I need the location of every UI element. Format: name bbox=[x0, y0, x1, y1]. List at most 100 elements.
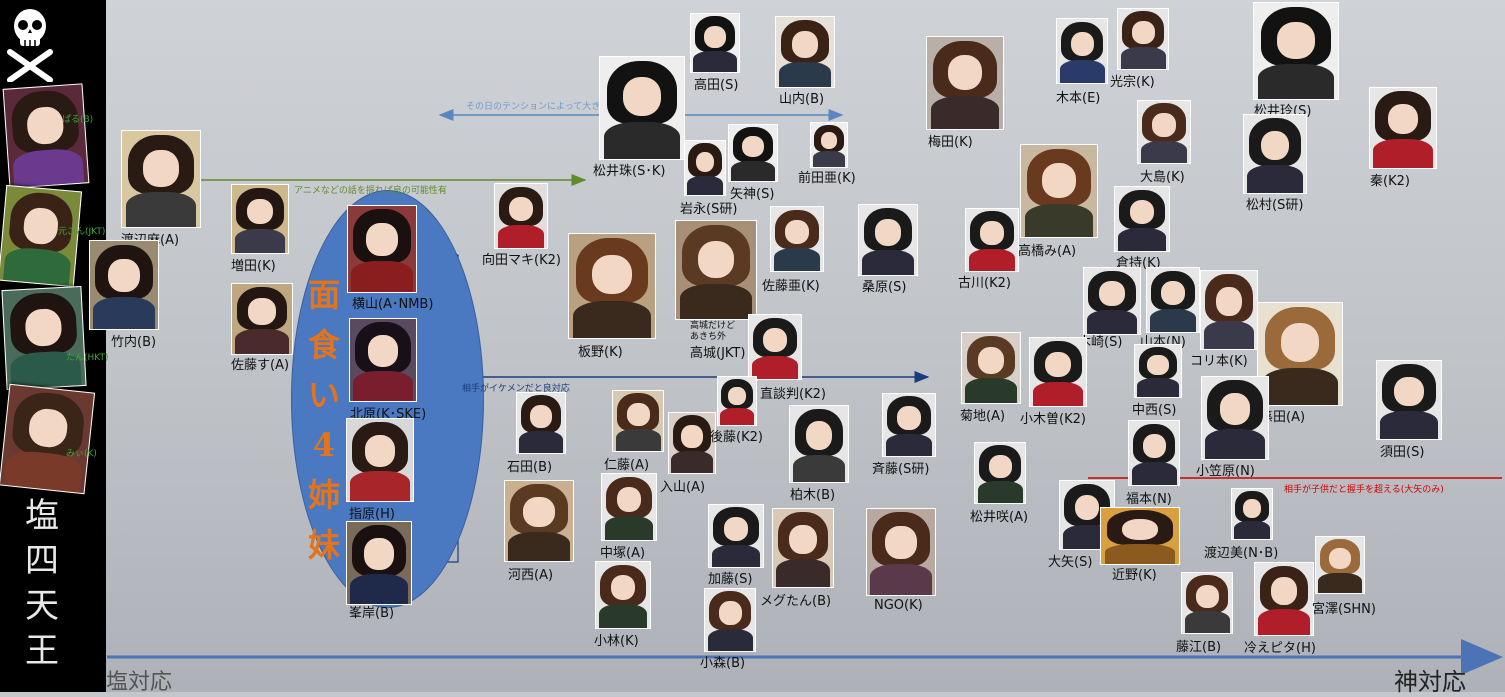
member-label: 小笠原(N) bbox=[1196, 464, 1255, 479]
member-photo bbox=[346, 418, 414, 502]
member-photo bbox=[1315, 536, 1365, 594]
member-photo bbox=[595, 561, 651, 629]
member-label: 後藤(K2) bbox=[710, 430, 763, 445]
member-photo bbox=[1128, 420, 1180, 486]
member-label: 松井咲(A) bbox=[970, 510, 1029, 525]
member-label: 木崎(S) bbox=[1078, 335, 1123, 350]
member-photo bbox=[231, 283, 293, 355]
member-photo bbox=[1134, 344, 1182, 398]
member-photo bbox=[612, 390, 664, 452]
member-photo bbox=[810, 122, 848, 168]
member-photo bbox=[1083, 267, 1141, 335]
sidebar-label: たん(HKT) bbox=[66, 353, 109, 363]
member-photo bbox=[1181, 572, 1233, 634]
member-label: 近野(K) bbox=[1112, 568, 1157, 583]
member-photo bbox=[1201, 376, 1269, 460]
member-photo bbox=[1243, 114, 1307, 194]
member-photo bbox=[1137, 100, 1191, 164]
annotation-kodomo: 相手が子供だと握手を超える(大矢のみ) bbox=[1284, 485, 1444, 495]
member-photo bbox=[1231, 488, 1273, 540]
member-photo bbox=[1200, 270, 1258, 350]
member-label: 桑原(S) bbox=[862, 280, 907, 295]
member-label: 中西(S) bbox=[1132, 403, 1177, 418]
annotation-anime: アニメなどの話を振れば良の可能性有 bbox=[294, 186, 447, 196]
skull-icon bbox=[7, 9, 53, 82]
member-photo bbox=[961, 332, 1021, 404]
member-photo bbox=[974, 442, 1026, 504]
member-photo bbox=[728, 124, 778, 182]
axis-right-label: 神対応 bbox=[1394, 668, 1466, 696]
member-photo bbox=[349, 318, 417, 402]
sidebar-photo bbox=[0, 383, 96, 495]
member-photo bbox=[494, 183, 548, 249]
member-label: 大島(K) bbox=[1140, 170, 1185, 185]
member-label: 木本(E) bbox=[1056, 91, 1101, 106]
member-label: 松村(S研) bbox=[1246, 198, 1304, 213]
axis-left-label: 塩対応 bbox=[106, 670, 173, 695]
member-photo bbox=[965, 208, 1019, 272]
member-photo bbox=[772, 508, 834, 588]
member-photo bbox=[866, 508, 936, 596]
member-photo bbox=[347, 205, 417, 293]
member-label: メグたん(B) bbox=[760, 594, 832, 609]
member-label: 中塚(A) bbox=[600, 546, 646, 561]
member-label: 板野(K) bbox=[578, 345, 623, 360]
member-photo bbox=[1369, 87, 1437, 169]
annotation-ikemen: 相手がイケメンだと良対応 bbox=[462, 384, 570, 394]
member-label: 増田(K) bbox=[231, 259, 276, 274]
member-photo bbox=[882, 393, 936, 457]
member-label: 柏木(B) bbox=[790, 488, 836, 503]
member-label: 宮澤(SHN) bbox=[1312, 602, 1376, 617]
member-photo bbox=[1146, 267, 1200, 333]
member-photo bbox=[717, 376, 757, 426]
member-photo bbox=[858, 204, 918, 276]
member-label: 石田(B) bbox=[507, 460, 553, 475]
member-photo bbox=[516, 392, 566, 454]
member-label: 渡辺美(N･B) bbox=[1204, 546, 1279, 561]
member-label: 大矢(S) bbox=[1048, 555, 1093, 570]
member-label: 梅田(K) bbox=[928, 135, 973, 150]
member-photo bbox=[231, 184, 289, 254]
member-label: 小木曽(K2) bbox=[1020, 412, 1086, 427]
member-label: 藤江(B) bbox=[1176, 640, 1222, 655]
shio-sidebar: ぱる(B) 元ごん(JKT) たん(HKT) みぃ(K) 塩四天王 bbox=[0, 0, 109, 692]
member-photo bbox=[1254, 562, 1314, 636]
member-photo bbox=[708, 504, 764, 568]
member-label: 秦(K2) bbox=[1370, 174, 1410, 189]
member-photo bbox=[1253, 2, 1339, 100]
member-photo bbox=[1117, 8, 1169, 70]
member-label: 菊地(A) bbox=[960, 409, 1006, 424]
member-photo bbox=[1114, 186, 1170, 252]
member-photo bbox=[89, 240, 159, 330]
member-label: 冷えピタ(H) bbox=[1244, 641, 1316, 656]
member-label: 高田(S) bbox=[694, 78, 739, 93]
member-label: 福本(N) bbox=[1126, 492, 1172, 507]
member-photo bbox=[926, 36, 1004, 130]
member-label: 斉藤(S研) bbox=[872, 462, 930, 477]
member-photo bbox=[748, 314, 802, 380]
member-label: コリ本(K) bbox=[1190, 354, 1248, 369]
member-label: NGO(K) bbox=[874, 598, 923, 613]
member-label: 須田(S) bbox=[1380, 445, 1425, 460]
member-photo bbox=[1376, 360, 1442, 440]
member-label: 古川(K2) bbox=[958, 276, 1011, 291]
sidebar-photo bbox=[2, 83, 90, 189]
sidebar-title: 塩四天王 bbox=[25, 496, 59, 671]
member-label: 小森(B) bbox=[700, 656, 746, 671]
annotation-tension: その日のテンションによって大きく左右される模様 bbox=[466, 102, 673, 112]
member-photo bbox=[1029, 337, 1087, 407]
member-photo bbox=[675, 220, 757, 320]
member-photo bbox=[1020, 144, 1098, 238]
member-label: 指原(H) bbox=[349, 507, 395, 522]
member-photo bbox=[1100, 507, 1180, 565]
member-label: 高城(JKT) bbox=[690, 346, 746, 361]
sidebar-label: ぱる(B) bbox=[62, 115, 94, 125]
member-photo bbox=[121, 130, 201, 228]
member-label: 小林(K) bbox=[594, 634, 639, 649]
group-title: 面食い4姉妹 bbox=[307, 276, 340, 564]
member-photo bbox=[601, 473, 657, 541]
member-label: 峯岸(B) bbox=[349, 606, 395, 621]
member-label: 加藤(S) bbox=[708, 572, 753, 587]
member-label: 佐藤す(A) bbox=[231, 358, 290, 373]
